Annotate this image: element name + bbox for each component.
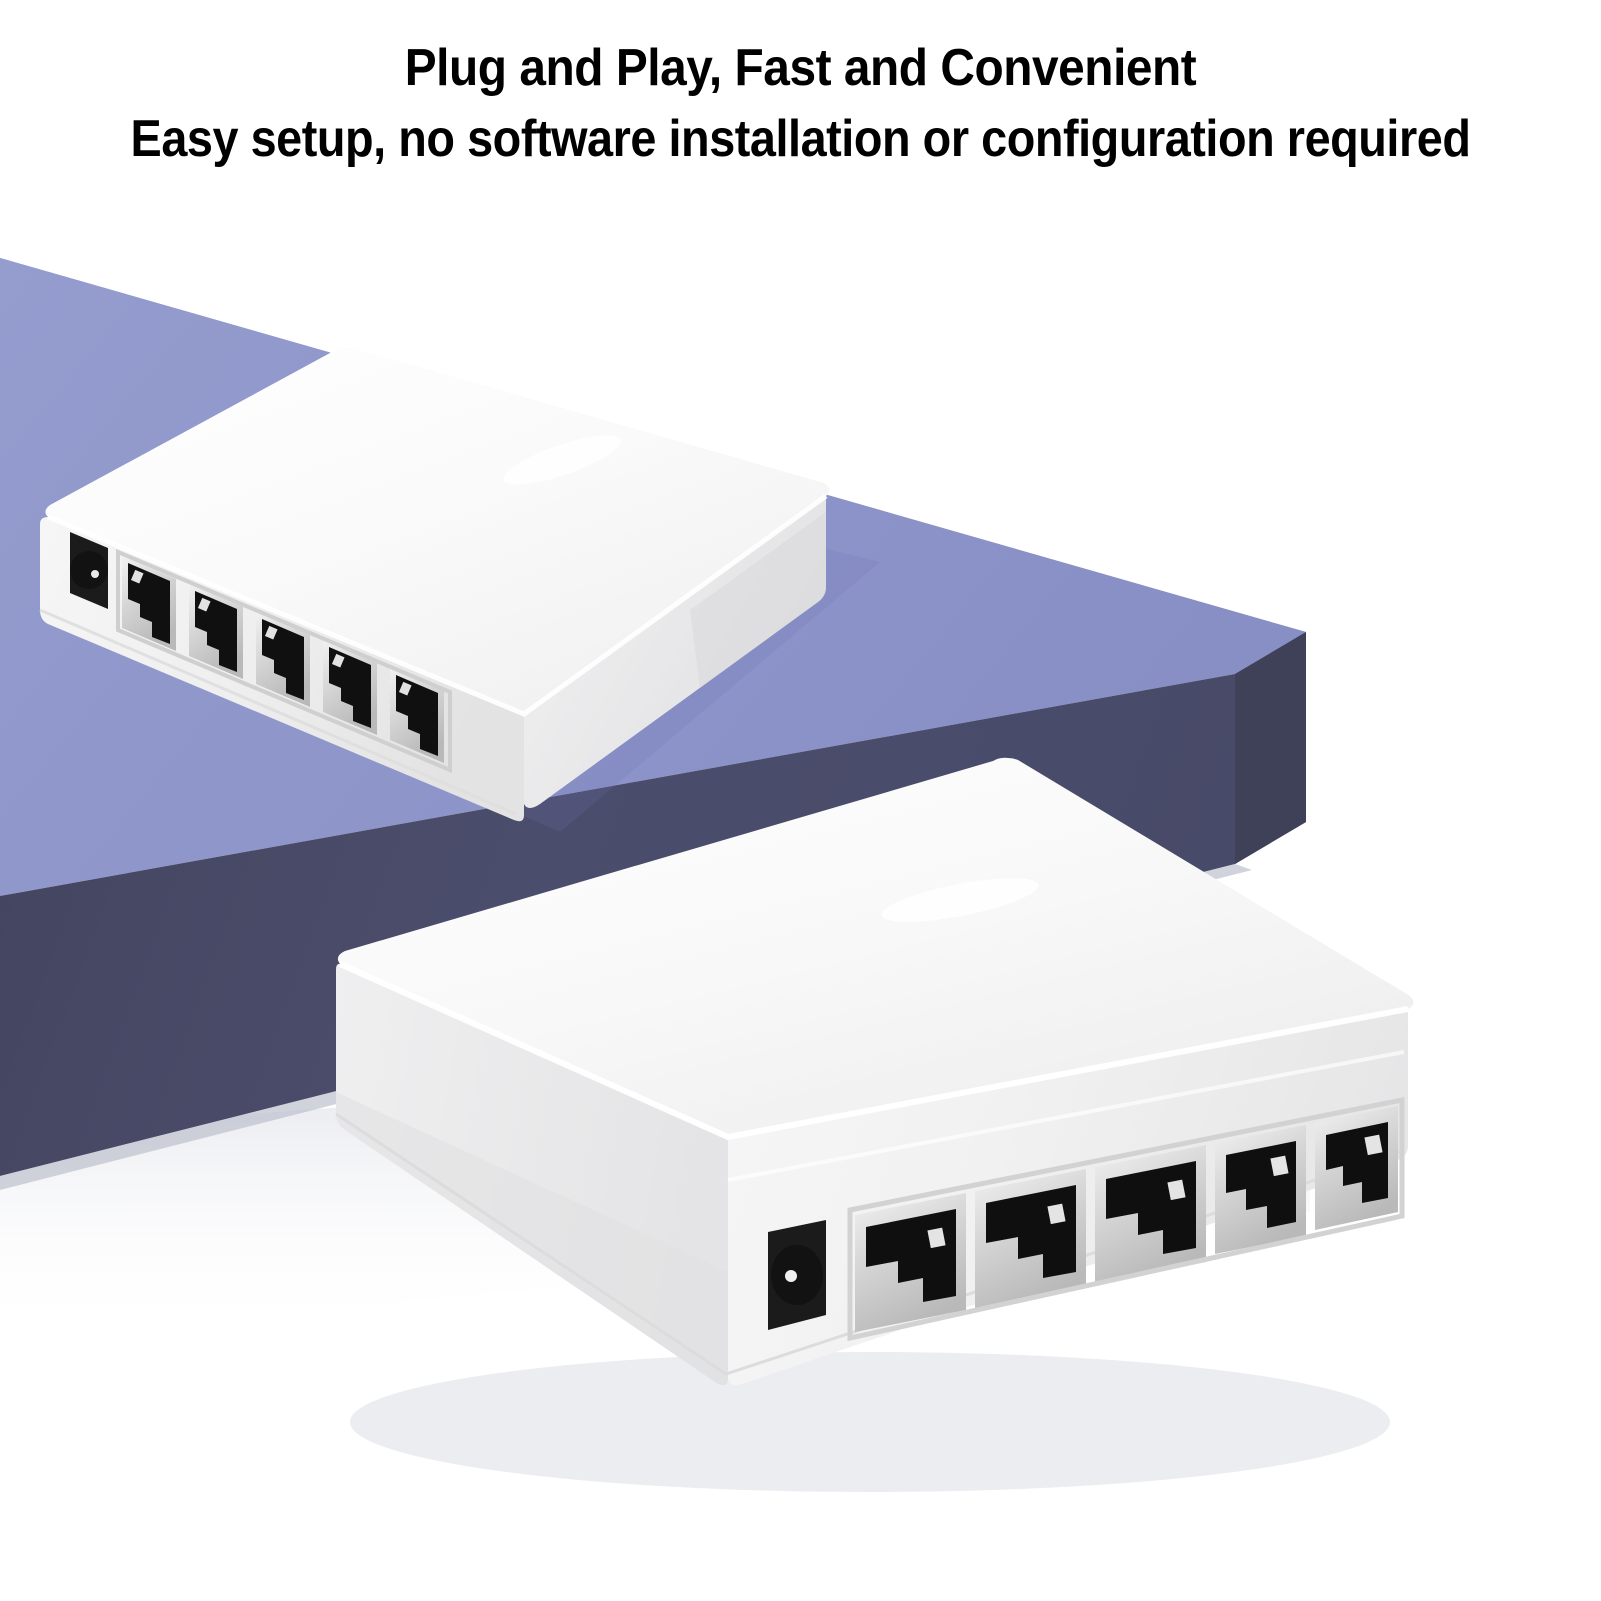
switch-lower-port-bank [768, 1096, 1405, 1342]
switch-lower-left-shade [336, 1092, 728, 1386]
switch-lower-dc-jack-pin [785, 1270, 797, 1282]
switch-lower-shadow [350, 1352, 1390, 1492]
rj45-port [390, 668, 444, 763]
rj45-port [975, 1169, 1086, 1308]
switch-lower-dc-jack [771, 1245, 823, 1305]
headline-secondary: Easy setup, no software installation or … [130, 110, 1471, 169]
switch-upper-port-bank [70, 532, 452, 774]
rj45-port [1215, 1125, 1306, 1254]
switch-upper-top-sheen [503, 435, 621, 485]
rj45-port [1315, 1106, 1398, 1230]
switch-upper-rj45-ports [122, 556, 444, 763]
switch-lower-top-face [337, 757, 1414, 1140]
rj45-port [323, 640, 377, 735]
switch-lower-rj45-ports [855, 1106, 1398, 1332]
rj45-port [256, 612, 310, 707]
switch-upper-top-face [45, 348, 830, 716]
headline-primary: Plug and Play, Fast and Convenient [404, 39, 1197, 97]
switch-upper-dc-jack [70, 551, 108, 589]
switch-upper-right-shade [690, 512, 826, 688]
rj45-port [189, 584, 243, 679]
switch-lower-top-edge-highlight [338, 961, 1409, 1141]
switch-lower-top-sheen [881, 878, 1039, 922]
switch-upper-dc-jack-pin [91, 570, 99, 578]
rj45-port [1095, 1145, 1206, 1284]
rj45-port [122, 556, 176, 651]
switch-lower [335, 757, 1414, 1492]
switch-lower-front-bevel [727, 1050, 1405, 1182]
switch-upper [39, 348, 880, 832]
switch-upper-port-trim [116, 548, 452, 774]
switch-upper-bottom-edge [39, 608, 517, 816]
headline-block: Plug and Play, Fast and Convenient Easy … [0, 38, 1601, 171]
product-scene-svg [0, 258, 1414, 1492]
switch-upper-top-edge-highlight [47, 493, 828, 717]
switch-lower-port-trim [847, 1096, 1405, 1342]
rj45-port [855, 1193, 966, 1332]
pedestal-right-cap [1235, 632, 1306, 864]
product-scene [0, 232, 1601, 1601]
